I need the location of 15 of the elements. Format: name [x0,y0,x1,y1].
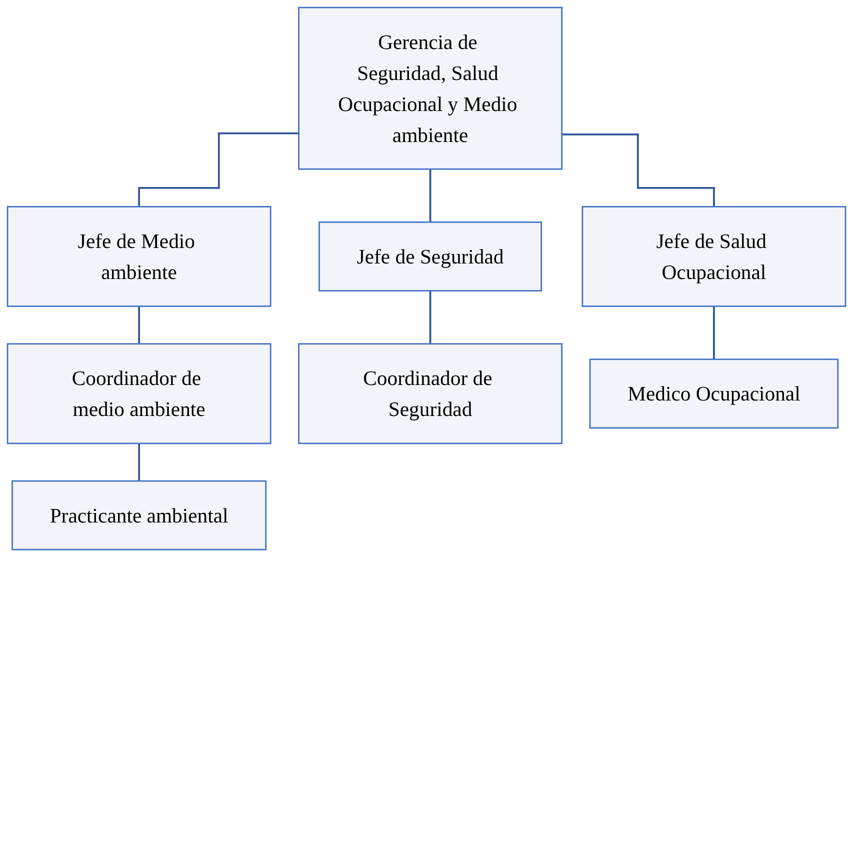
connector [562,134,715,208]
connector [138,442,140,482]
node-box: Coordinador de medio ambiente [6,343,272,444]
node-box: Jefe de Medio ambiente [6,206,272,307]
node-box: Gerencia de Seguridad, Salud Ocupacional y Medio ambiente [298,6,563,170]
node-box: Jefe de Salud Ocupacional [582,206,846,307]
node-box: Coordinador de Seguridad [298,343,563,444]
connector [713,305,715,360]
connector [429,168,432,224]
node-box: Jefe de Seguridad [318,221,542,292]
node-box: Practicante ambiental [12,480,267,550]
connector [429,290,432,345]
connector [138,305,140,345]
connector [138,132,299,208]
node-box: Medico Ocupacional [589,358,839,429]
